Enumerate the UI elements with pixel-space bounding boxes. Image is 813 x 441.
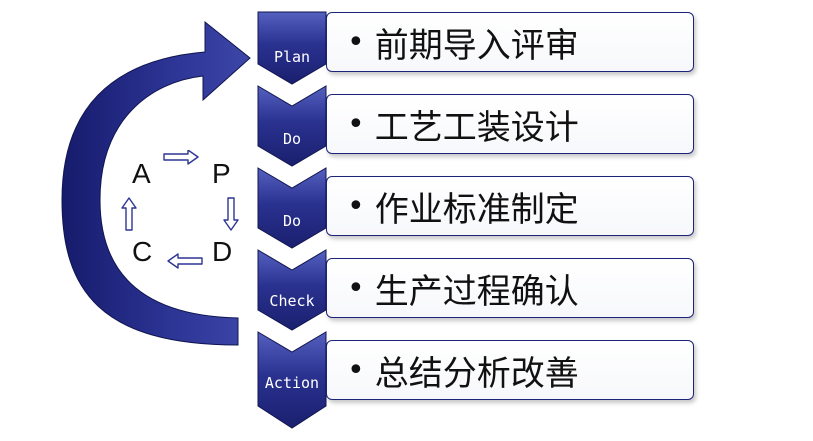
step-text: 工艺工装设计 <box>374 107 579 148</box>
cycle-letter-p: P <box>212 158 231 189</box>
bullet: • <box>347 24 365 60</box>
step-card: • 工艺工装设计 <box>326 94 694 154</box>
phase-label: Do <box>282 130 302 148</box>
step-card: • 作业标准制定 <box>326 176 694 236</box>
phase-label: Do <box>282 212 302 230</box>
chevron-plan <box>257 11 327 85</box>
cycle-arrows-icon <box>121 150 239 269</box>
cycle-letter-d: D <box>212 236 233 267</box>
step-text: 前期导入评审 <box>374 25 579 66</box>
bullet: • <box>347 188 365 224</box>
bullet: • <box>347 270 365 306</box>
step-text: 总结分析改善 <box>374 353 579 394</box>
step-card: • 前期导入评审 <box>326 12 694 72</box>
chevron-action <box>257 331 327 429</box>
step-text: 作业标准制定 <box>374 189 579 230</box>
step-row: Do • 工艺工装设计 <box>0 94 813 172</box>
pdca-cycle: A P C D <box>120 150 250 275</box>
phase-label: Action <box>264 374 320 392</box>
step-row: Check • 生产过程确认 <box>0 258 813 336</box>
step-row: Action • 总结分析改善 <box>0 340 813 418</box>
cycle-letter-a: A <box>132 158 151 189</box>
cycle-letter-c: C <box>132 236 153 267</box>
step-row: Plan • 前期导入评审 <box>0 12 813 90</box>
step-card: • 生产过程确认 <box>326 258 694 318</box>
bullet: • <box>347 106 365 142</box>
step-card: • 总结分析改善 <box>326 340 694 400</box>
step-row: Do • 作业标准制定 <box>0 176 813 254</box>
bullet: • <box>347 352 365 388</box>
phase-label: Plan <box>273 48 311 66</box>
step-text: 生产过程确认 <box>374 271 579 312</box>
phase-label: Check <box>269 292 315 310</box>
